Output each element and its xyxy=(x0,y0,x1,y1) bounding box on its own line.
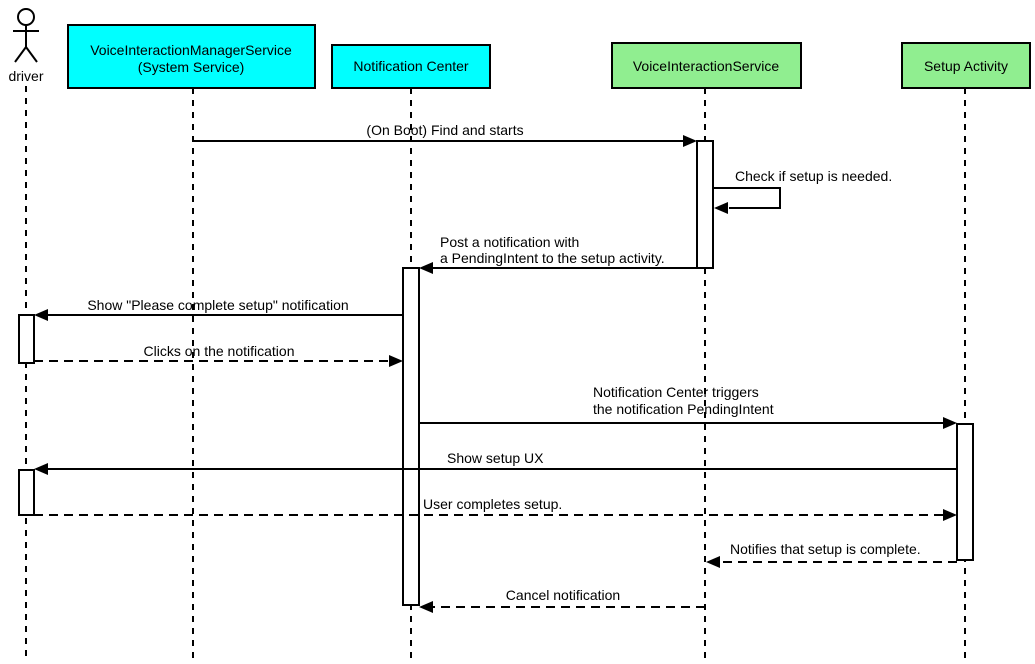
participant-label: Notification Center xyxy=(353,58,469,74)
arrowhead-left-icon xyxy=(419,601,433,613)
message-label: Cancel notification xyxy=(506,587,620,603)
activation-driver-2 xyxy=(18,469,35,516)
arrowhead-right-icon xyxy=(943,417,957,429)
activation-driver-1 xyxy=(18,314,35,364)
message-user-completes-setup: User completes setup. xyxy=(34,496,957,521)
arrowhead-left-icon xyxy=(34,309,48,321)
actor-driver: driver xyxy=(8,8,44,84)
arrowhead-right-icon xyxy=(943,509,957,521)
participant-box xyxy=(901,42,1031,89)
arrowhead-left-icon xyxy=(34,463,48,475)
participant-label-line1: VoiceInteractionManagerService xyxy=(90,42,292,58)
arrowhead-right-icon xyxy=(389,355,403,367)
participant-notification-center: Notification Center xyxy=(331,44,491,89)
activation-notification-center xyxy=(402,267,420,606)
actor-label: driver xyxy=(8,68,43,84)
message-label-line1: Notification Center triggers xyxy=(593,384,759,400)
message-show-setup-ux: Show setup UX xyxy=(34,450,957,475)
arrowhead-left-icon xyxy=(714,202,728,214)
participant-box xyxy=(67,24,316,89)
message-label-line1: Post a notification with xyxy=(440,234,579,250)
person-icon xyxy=(13,8,39,63)
message-click-notification: Clicks on the notification xyxy=(34,343,403,367)
message-boot-find: (On Boot) Find and starts xyxy=(193,122,697,147)
message-notify-setup-complete: Notifies that setup is complete. xyxy=(706,541,957,568)
arrowhead-left-icon xyxy=(706,556,720,568)
message-label: (On Boot) Find and starts xyxy=(366,122,523,138)
message-label: Clicks on the notification xyxy=(144,343,295,359)
participant-manager-service: VoiceInteractionManagerService (System S… xyxy=(67,24,316,89)
message-label: Check if setup is needed. xyxy=(735,168,892,184)
message-label-line2: the notification PendingIntent xyxy=(593,401,774,417)
arrowhead-left-icon xyxy=(419,262,433,274)
participant-setup-activity: Setup Activity xyxy=(901,42,1031,89)
message-trigger-pendingintent: Notification Center triggers the notific… xyxy=(419,384,957,429)
activation-bars xyxy=(18,140,974,606)
message-label: User completes setup. xyxy=(423,496,562,512)
message-label-line2: a PendingIntent to the setup activity. xyxy=(440,250,665,266)
activation-voice-service xyxy=(696,140,714,269)
participant-label-line2: (System Service) xyxy=(138,59,245,75)
message-label: Show setup UX xyxy=(447,450,544,466)
message-label: Show "Please complete setup" notificatio… xyxy=(87,297,348,313)
participant-box xyxy=(331,44,491,89)
message-show-notification: Show "Please complete setup" notificatio… xyxy=(34,297,403,321)
message-cancel-notification: Cancel notification xyxy=(419,587,705,613)
participant-label: VoiceInteractionService xyxy=(633,58,780,74)
participant-voice-service: VoiceInteractionService xyxy=(611,42,802,89)
activation-setup-activity xyxy=(956,423,974,561)
arrowhead-right-icon xyxy=(683,135,697,147)
message-check-setup: Check if setup is needed. xyxy=(713,168,892,214)
participant-label: Setup Activity xyxy=(924,58,1008,74)
participant-box xyxy=(611,42,802,89)
message-post-notification: Post a notification with a PendingIntent… xyxy=(419,234,697,274)
message-label: Notifies that setup is complete. xyxy=(730,541,921,557)
